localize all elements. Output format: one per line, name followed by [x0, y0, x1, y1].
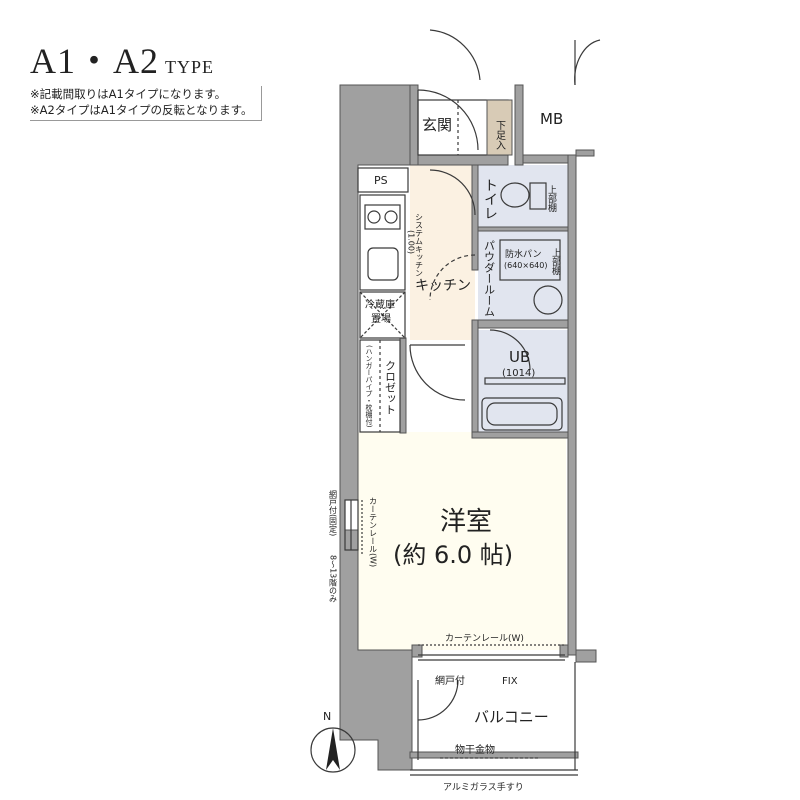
curtain-rail-side-label: カーテンレール(W) — [369, 497, 378, 567]
pan-label: 防水パン — [505, 248, 541, 260]
shoe-storage-label: 下足入 — [494, 120, 506, 150]
type-suffix: TYPE — [165, 57, 214, 77]
drying-hardware-label: 物干金物 — [455, 743, 495, 756]
curtain-rail-bottom-label: カーテンレール(W) — [445, 633, 524, 644]
pan-size-label: (640×640) — [504, 261, 547, 270]
screen-door-label: 網戸付 — [435, 674, 465, 687]
note-line-2: ※A2タイプはA1タイプの反転となります。 — [30, 103, 253, 117]
ub-label: UB — [509, 348, 530, 366]
kitchen-label: キッチン — [415, 278, 471, 294]
handrail-label: アルミガラス手すり — [443, 781, 524, 793]
toilet-floor — [478, 165, 568, 230]
ps-label: PS — [374, 174, 388, 187]
shoe-storage — [486, 99, 513, 156]
kitchen-floor — [410, 165, 475, 340]
upper-shelf-label: 上部棚 — [546, 185, 557, 213]
fridge-label-2: 置場 — [371, 312, 391, 325]
closet-note-label: (ハンガーパイプ・枕棚付) — [365, 345, 373, 428]
balcony-label: バルコニー — [474, 708, 549, 726]
note-line-1: ※記載間取りはA1タイプになります。 — [30, 87, 227, 101]
system-kitchen-label: システムキッチン — [415, 213, 424, 277]
window-note-label: 網戸付(固定) — [329, 489, 338, 536]
kitchen-size-label: (1.00) — [407, 230, 416, 254]
plan-title: A1・A2 TYPE — [30, 32, 214, 84]
north-arrow-icon — [326, 728, 340, 770]
ub-floor — [478, 330, 568, 435]
toilet-label: トイレ — [482, 178, 498, 220]
western-room-size-label: (約 6.0 帖) — [393, 541, 513, 569]
mb-label: MB — [540, 110, 563, 128]
fridge-label-1: 冷蔵庫 — [365, 298, 395, 311]
fix-label: FIX — [502, 676, 518, 687]
north-label: N — [323, 710, 331, 723]
type-name: A1・A2 — [30, 41, 159, 81]
upper-shelf-2-label: 上部棚 — [550, 248, 561, 276]
floors-note-label: 8～13階のみ — [329, 555, 338, 602]
ub-size-label: (1014) — [502, 368, 535, 379]
powder-room-floor — [478, 230, 568, 322]
western-room-floor — [358, 432, 566, 650]
plan-notes: ※記載間取りはA1タイプになります。 ※A2タイプはA1タイプの反転となります。 — [30, 86, 262, 121]
western-room-label: 洋室 — [440, 507, 492, 537]
entrance-label: 玄関 — [422, 116, 452, 134]
closet-label: クロゼット — [384, 360, 397, 415]
powder-room-label: パウダールーム — [483, 240, 496, 317]
